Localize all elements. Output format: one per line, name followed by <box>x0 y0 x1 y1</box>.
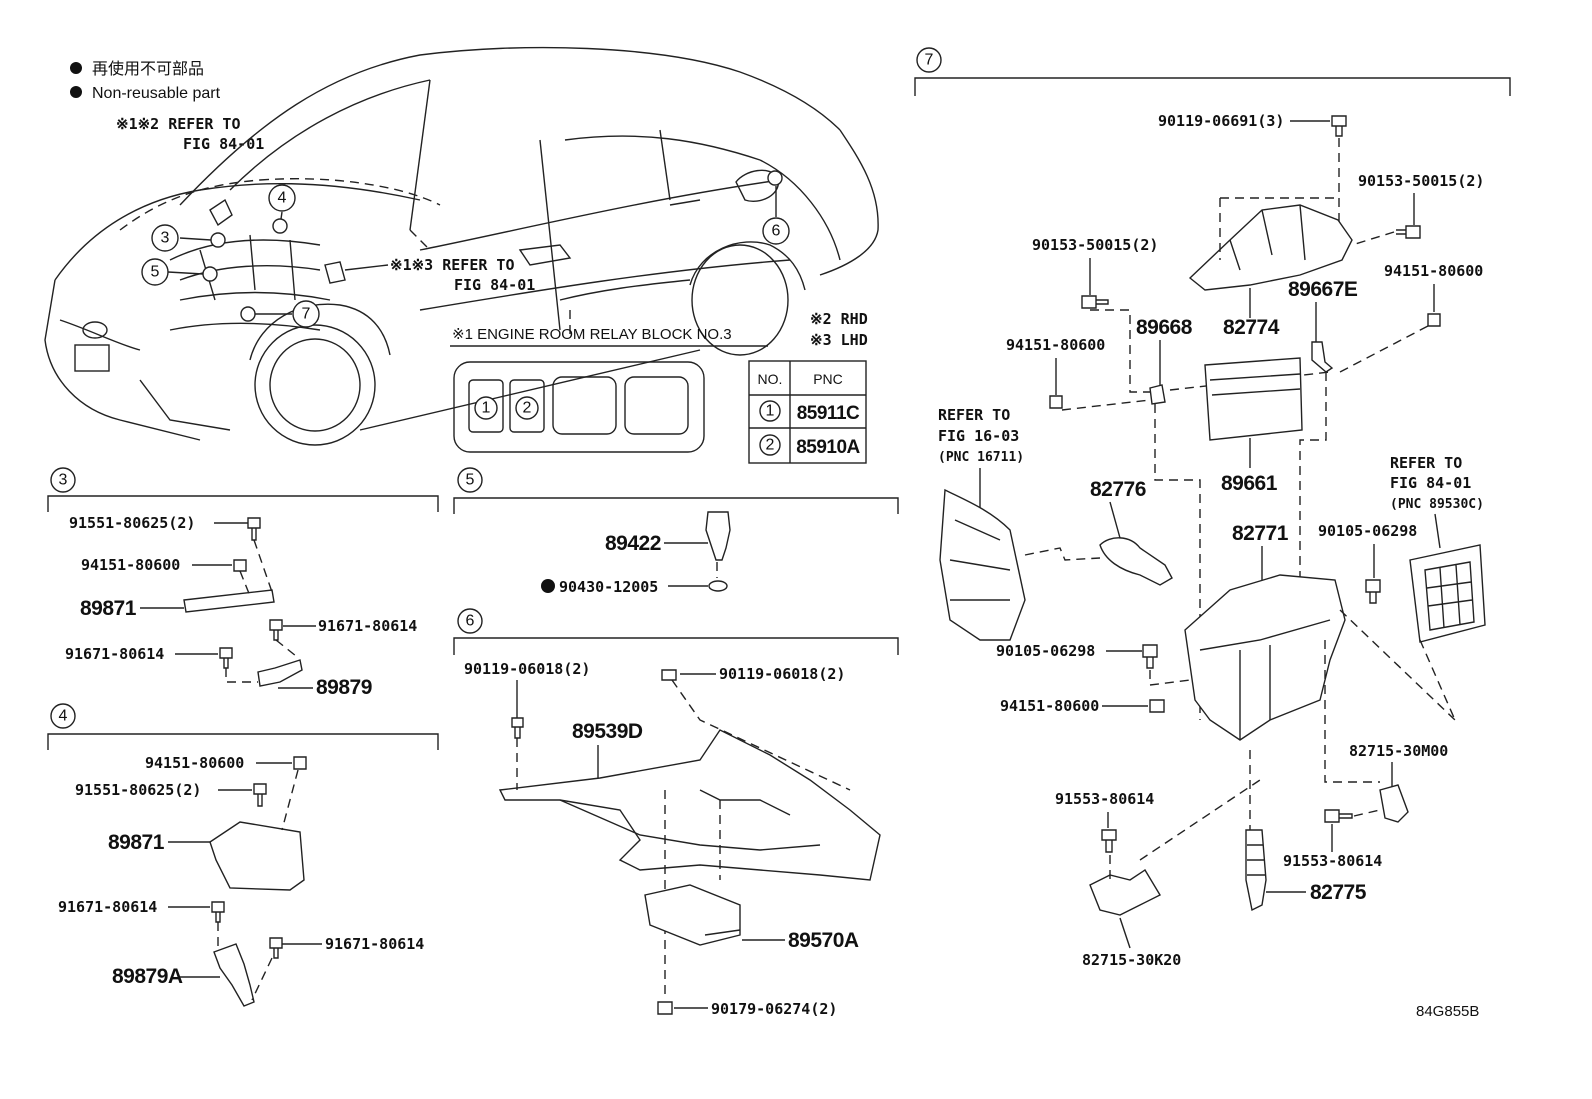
svg-text:3: 3 <box>59 472 68 489</box>
s4-label-94151-80600[interactable]: 94151-80600 <box>145 754 244 772</box>
svg-text:2: 2 <box>523 400 532 417</box>
s4-label-89871[interactable]: 89871 <box>108 831 165 854</box>
pnc-row-1-pnc[interactable]: 85911C <box>797 403 861 424</box>
s4-label-91671-80614-left[interactable]: 91671-80614 <box>58 898 157 916</box>
s7-label-82774[interactable]: 82774 <box>1223 316 1280 339</box>
ref-note-mid-line2: FIG 84-01 <box>454 276 535 294</box>
s7-label-refer-to-b[interactable]: REFER TO <box>1390 454 1462 472</box>
s7-label-90105-06298-top[interactable]: 90105-06298 <box>1318 522 1417 540</box>
callout-4[interactable] <box>268 184 296 212</box>
callout-3[interactable] <box>151 224 179 252</box>
s7-label-94151-80600-low[interactable]: 94151-80600 <box>1000 697 1099 715</box>
s3-label-91551-80625[interactable]: 91551-80625(2) <box>69 514 195 532</box>
svg-text:7: 7 <box>925 52 934 69</box>
s7-label-fig-84-01[interactable]: FIG 84-01 <box>1390 474 1471 492</box>
callout-7[interactable] <box>292 300 320 328</box>
s7-label-91553-80614-right[interactable]: 91553-80614 <box>1283 852 1382 870</box>
section-7-number <box>916 47 942 73</box>
s7-label-pnc-89530C[interactable]: (PNC 89530C) <box>1390 497 1484 512</box>
s3-label-94151-80600[interactable]: 94151-80600 <box>81 556 180 574</box>
note-lhd: ※3 LHD <box>810 331 868 349</box>
section-6-number <box>457 608 483 634</box>
s6-label-90119-06018-right[interactable]: 90119-06018(2) <box>719 665 845 683</box>
callout-6[interactable] <box>762 217 790 245</box>
note-rhd: ※2 RHD <box>810 310 868 328</box>
s3-label-89871[interactable]: 89871 <box>80 597 137 620</box>
legend-jp: 再使用不可部品 <box>92 60 204 78</box>
s3-label-91671-80614-left[interactable]: 91671-80614 <box>65 645 164 663</box>
s5-label-90430-12005[interactable]: 90430-12005 <box>559 578 658 596</box>
s4-label-89879A[interactable]: 89879A <box>112 965 183 988</box>
s6-label-90179-06274[interactable]: 90179-06274(2) <box>711 1000 837 1018</box>
s4-label-91551-80625[interactable]: 91551-80625(2) <box>75 781 201 799</box>
non-reusable-bullet-icon <box>70 86 82 98</box>
s7-label-82775[interactable]: 82775 <box>1310 881 1367 904</box>
pnc-row-1-no: 1 <box>766 403 775 420</box>
ref-note-mid-line1: ※1※3 REFER TO <box>390 256 514 274</box>
svg-text:6: 6 <box>772 223 781 240</box>
s7-label-94151-80600-right[interactable]: 94151-80600 <box>1384 262 1483 280</box>
svg-text:7: 7 <box>302 306 311 323</box>
s4-label-91671-80614-right[interactable]: 91671-80614 <box>325 935 424 953</box>
s7-label-82771[interactable]: 82771 <box>1232 522 1289 545</box>
non-reusable-bullet-icon <box>70 62 82 74</box>
relay-slot-2[interactable] <box>515 396 539 420</box>
section-3: 3 91551-80625(2) 94151-80600 89871 91671… <box>47 467 439 699</box>
s6-label-90119-06018-left[interactable]: 90119-06018(2) <box>464 660 590 678</box>
section-4-number <box>50 703 76 729</box>
svg-text:5: 5 <box>466 472 475 489</box>
svg-text:4: 4 <box>278 190 287 207</box>
s7-label-89668[interactable]: 89668 <box>1136 316 1193 339</box>
ref-note-top-line1: ※1※2 REFER TO <box>116 115 240 133</box>
s7-label-82776[interactable]: 82776 <box>1090 478 1146 501</box>
legend-en: Non-reusable part <box>92 85 221 102</box>
s7-label-pnc-16711[interactable]: (PNC 16711) <box>938 450 1024 465</box>
section-5-number <box>457 467 483 493</box>
s7-label-89667E[interactable]: 89667E <box>1288 278 1358 301</box>
section-5: 5 89422 90430-12005 <box>453 467 899 596</box>
svg-text:5: 5 <box>151 264 160 281</box>
s7-label-refer-to-a[interactable]: REFER TO <box>938 406 1010 424</box>
svg-text:3: 3 <box>161 230 170 247</box>
figure-code: 84G855B <box>1416 1003 1479 1020</box>
pnc-table: NO. PNC 1 85911C 2 85910A <box>748 360 867 464</box>
s7-label-94151-80600-left[interactable]: 94151-80600 <box>1006 336 1105 354</box>
s6-label-89539D[interactable]: 89539D <box>572 720 643 743</box>
s7-label-82715-30M00[interactable]: 82715-30M00 <box>1349 742 1448 760</box>
pnc-table-header-pnc: PNC <box>813 371 843 387</box>
s3-label-91671-80614-right[interactable]: 91671-80614 <box>318 617 417 635</box>
s7-label-82715-30K20[interactable]: 82715-30K20 <box>1082 951 1181 969</box>
svg-text:4: 4 <box>59 708 68 725</box>
s7-label-90105-06298-left[interactable]: 90105-06298 <box>996 642 1095 660</box>
s7-label-90153-50015-right[interactable]: 90153-50015(2) <box>1358 172 1484 190</box>
car-callouts: 3 4 5 6 7 <box>141 170 790 328</box>
s5-label-89422[interactable]: 89422 <box>605 532 661 555</box>
section-7: 7 90119-06691(3) 90153-50015(2) 90153-50… <box>914 47 1511 969</box>
section-4: 4 94151-80600 91551-80625(2) 89871 91671… <box>47 703 439 1007</box>
section-6: 6 90119-06018(2) 90119-06018(2) 89539D 8… <box>453 608 899 1018</box>
relay-slot-1[interactable] <box>474 396 498 420</box>
relay-block-drawing: 1 2 <box>453 361 705 453</box>
svg-text:1: 1 <box>482 400 491 417</box>
pnc-table-header-no: NO. <box>758 371 783 387</box>
s7-label-90153-50015-left[interactable]: 90153-50015(2) <box>1032 236 1158 254</box>
callout-5[interactable] <box>141 258 169 286</box>
svg-text:6: 6 <box>466 613 475 630</box>
s7-label-fig-16-03[interactable]: FIG 16-03 <box>938 427 1019 445</box>
non-reusable-bullet-icon <box>541 579 555 593</box>
pnc-row-2-no: 2 <box>766 437 775 454</box>
s7-label-91553-80614-left[interactable]: 91553-80614 <box>1055 790 1154 808</box>
car-illustration <box>44 46 879 446</box>
relay-block-title: ※1 ENGINE ROOM RELAY BLOCK NO.3 <box>452 326 732 343</box>
s6-label-89570A[interactable]: 89570A <box>788 929 859 952</box>
s7-label-90119-06691[interactable]: 90119-06691(3) <box>1158 112 1284 130</box>
ref-note-top-line2: FIG 84-01 <box>183 135 264 153</box>
s7-label-89661[interactable]: 89661 <box>1221 472 1278 495</box>
pnc-row-2-pnc[interactable]: 85910A <box>796 437 861 458</box>
s3-label-89879[interactable]: 89879 <box>316 676 372 699</box>
section-3-number <box>50 467 76 493</box>
